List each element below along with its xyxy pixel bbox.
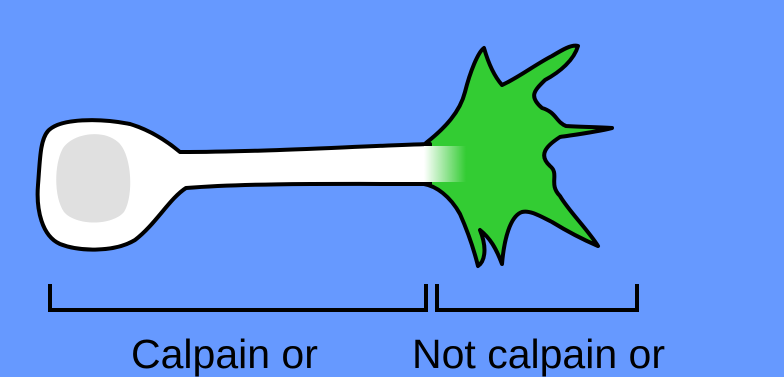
bracket-growth-cone	[437, 284, 637, 310]
axon-transition	[424, 146, 466, 182]
bracket-cell-body	[50, 284, 426, 310]
growth-cone-region-label: Not calpain or	[412, 334, 665, 375]
nucleus	[56, 134, 130, 222]
cell-body-region-label: Calpain or	[131, 334, 318, 375]
